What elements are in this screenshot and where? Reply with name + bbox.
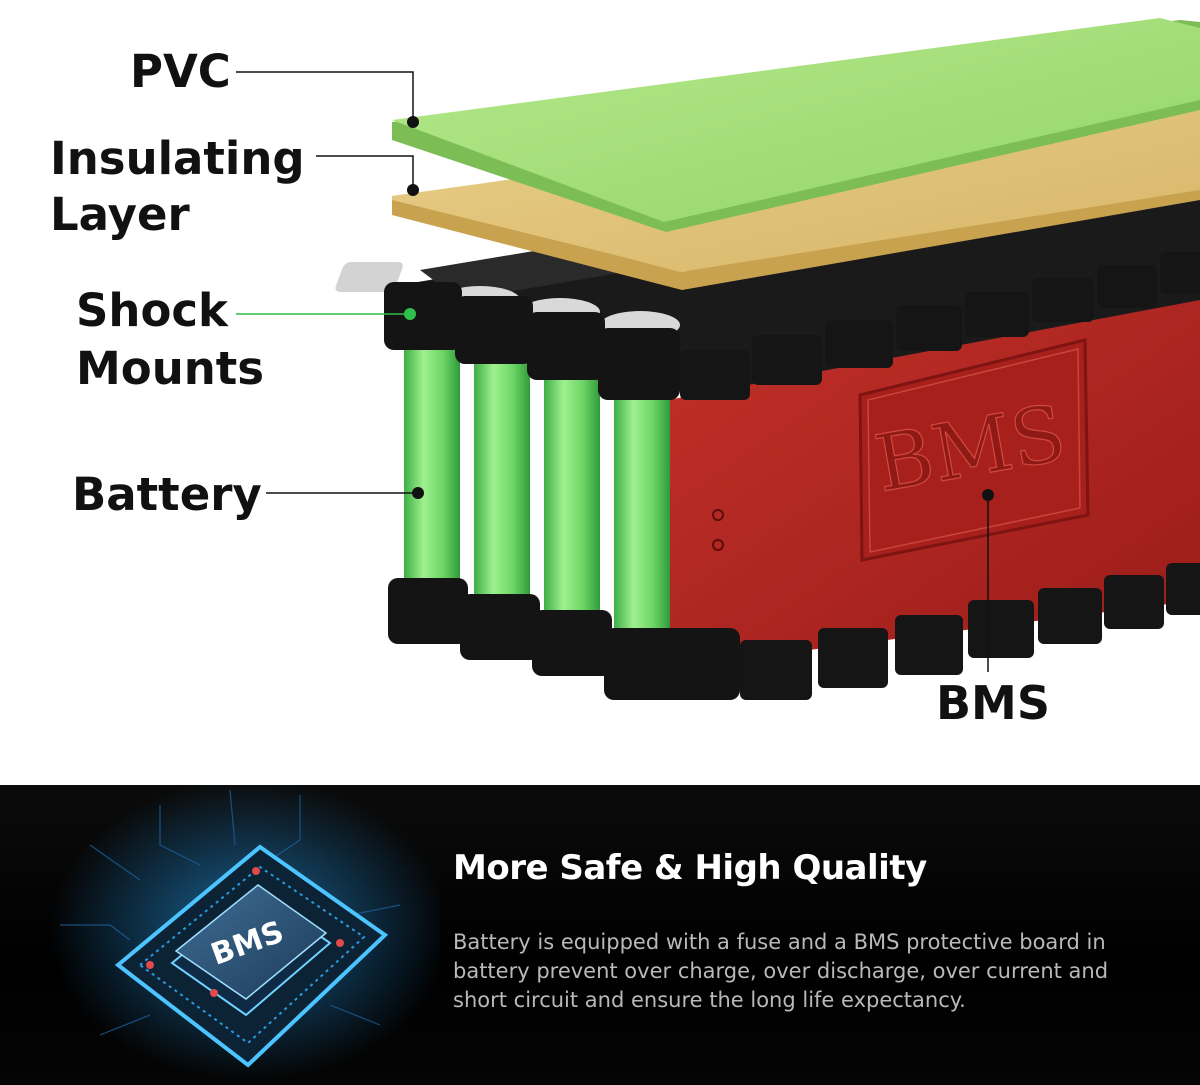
pvc-dot-icon: [407, 116, 419, 128]
insulating-dot-icon: [407, 184, 419, 196]
label-shock-line2: Mounts: [76, 342, 265, 395]
bottom-holder-right: [740, 563, 1200, 700]
battery-diagram: BMS: [50, 18, 1200, 730]
bms-dot-icon: [982, 489, 994, 501]
label-insulating-line2: Layer: [50, 188, 190, 241]
shock-dot-icon: [404, 308, 416, 320]
feature-description: Battery is equipped with a fuse and a BM…: [453, 930, 1109, 1012]
shock-mounts-bottom: [388, 578, 740, 700]
shock-mounts-top: [384, 282, 680, 400]
battery-dot-icon: [412, 487, 424, 499]
bms-chip-icon: BMS: [50, 785, 440, 1080]
battery-pack-illustration: BMS: [236, 18, 1200, 700]
bms-board: BMS: [858, 338, 1090, 562]
leader-lines: [236, 71, 989, 672]
pvc-layer: [392, 18, 1200, 232]
top-holder-right: [680, 252, 1200, 400]
feature-section: BMS More Safe & High Quality Battery is …: [0, 785, 1200, 1085]
leader-dots: [404, 116, 994, 501]
label-bms: BMS: [936, 676, 1050, 730]
label-insulating-line1: Insulating: [50, 132, 305, 185]
feature-title: More Safe & High Quality: [453, 848, 927, 888]
label-pvc: PVC: [130, 45, 231, 98]
label-battery: Battery: [72, 468, 262, 521]
battery-cells: [404, 325, 670, 670]
label-shock-line1: Shock: [76, 284, 228, 337]
